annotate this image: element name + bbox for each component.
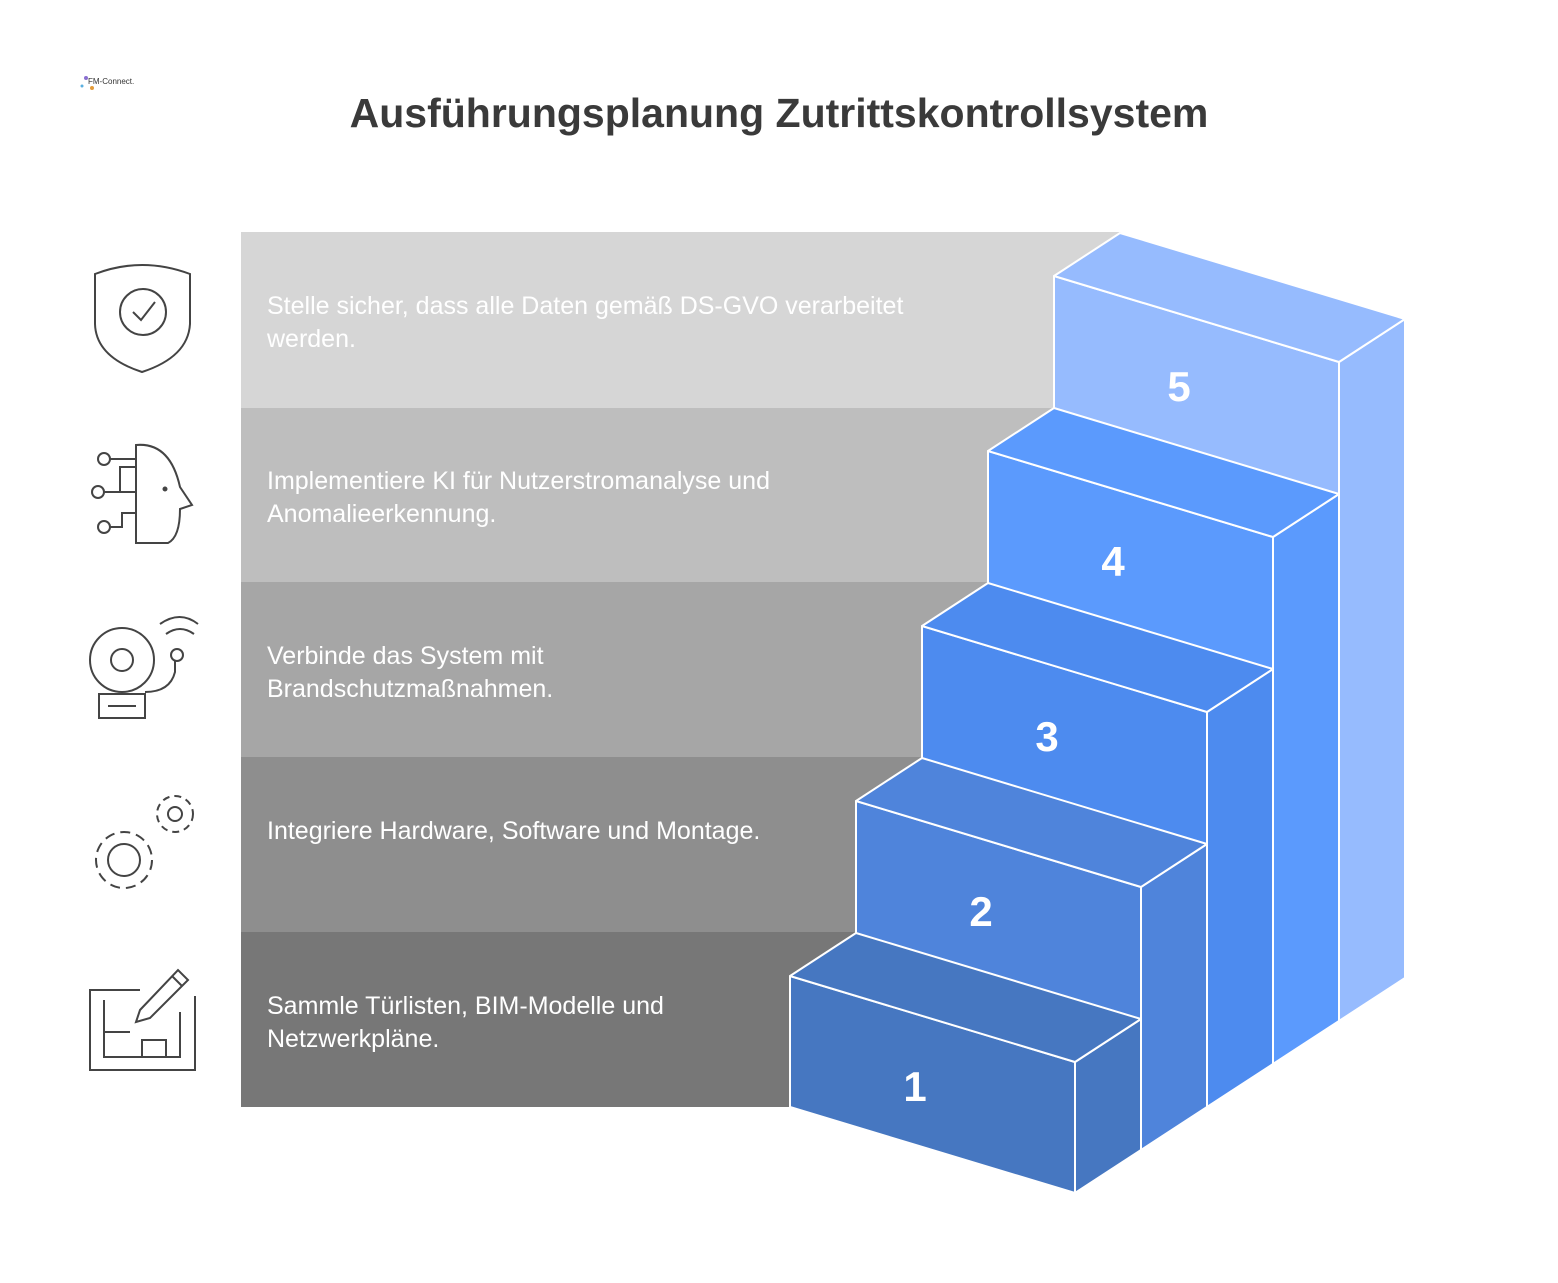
- step-side-4: [1272, 493, 1340, 1065]
- step-side-5: [1338, 318, 1406, 1022]
- step-text-2: Integriere Hardware, Software und Montag…: [267, 817, 761, 845]
- logo: FM-Connect.com: [78, 70, 150, 96]
- step-top-2: [855, 757, 1208, 888]
- step-top-3: [921, 582, 1274, 713]
- step-number-2: 2: [969, 888, 992, 935]
- step-side-2: [1140, 843, 1208, 1151]
- fire-alarm-bell-icon: [80, 612, 205, 732]
- step-text-3: Verbinde das System mit Brandschutzmaßna…: [267, 642, 554, 703]
- step-number-1: 1: [903, 1063, 926, 1110]
- step-text-1: Sammle Türlisten, BIM-Modelle und Netzwe…: [267, 992, 664, 1053]
- step-number-5: 5: [1167, 363, 1190, 410]
- step-text-5: Stelle sicher, dass alle Daten gemäß DS-…: [267, 292, 904, 353]
- step-band-4: [241, 407, 1121, 582]
- blueprint-pencil-icon: [80, 962, 205, 1082]
- step-top-1: [789, 932, 1142, 1063]
- shield-check-icon: [80, 262, 205, 382]
- step-number-3: 3: [1035, 713, 1058, 760]
- logo-text: FM-Connect.com: [88, 77, 134, 86]
- gears-icon: [80, 786, 205, 906]
- ai-head-icon: [80, 437, 205, 557]
- step-top-5: [1053, 232, 1406, 363]
- step-number-4: 4: [1101, 538, 1125, 585]
- step-band-5: [241, 232, 1121, 408]
- page-title: Ausführungsplanung Zutrittskontrollsyste…: [349, 90, 1209, 136]
- step-text-4: Implementiere KI für Nutzerstromanalyse …: [267, 467, 770, 528]
- step-side-3: [1206, 668, 1274, 1108]
- step-top-4: [987, 407, 1340, 538]
